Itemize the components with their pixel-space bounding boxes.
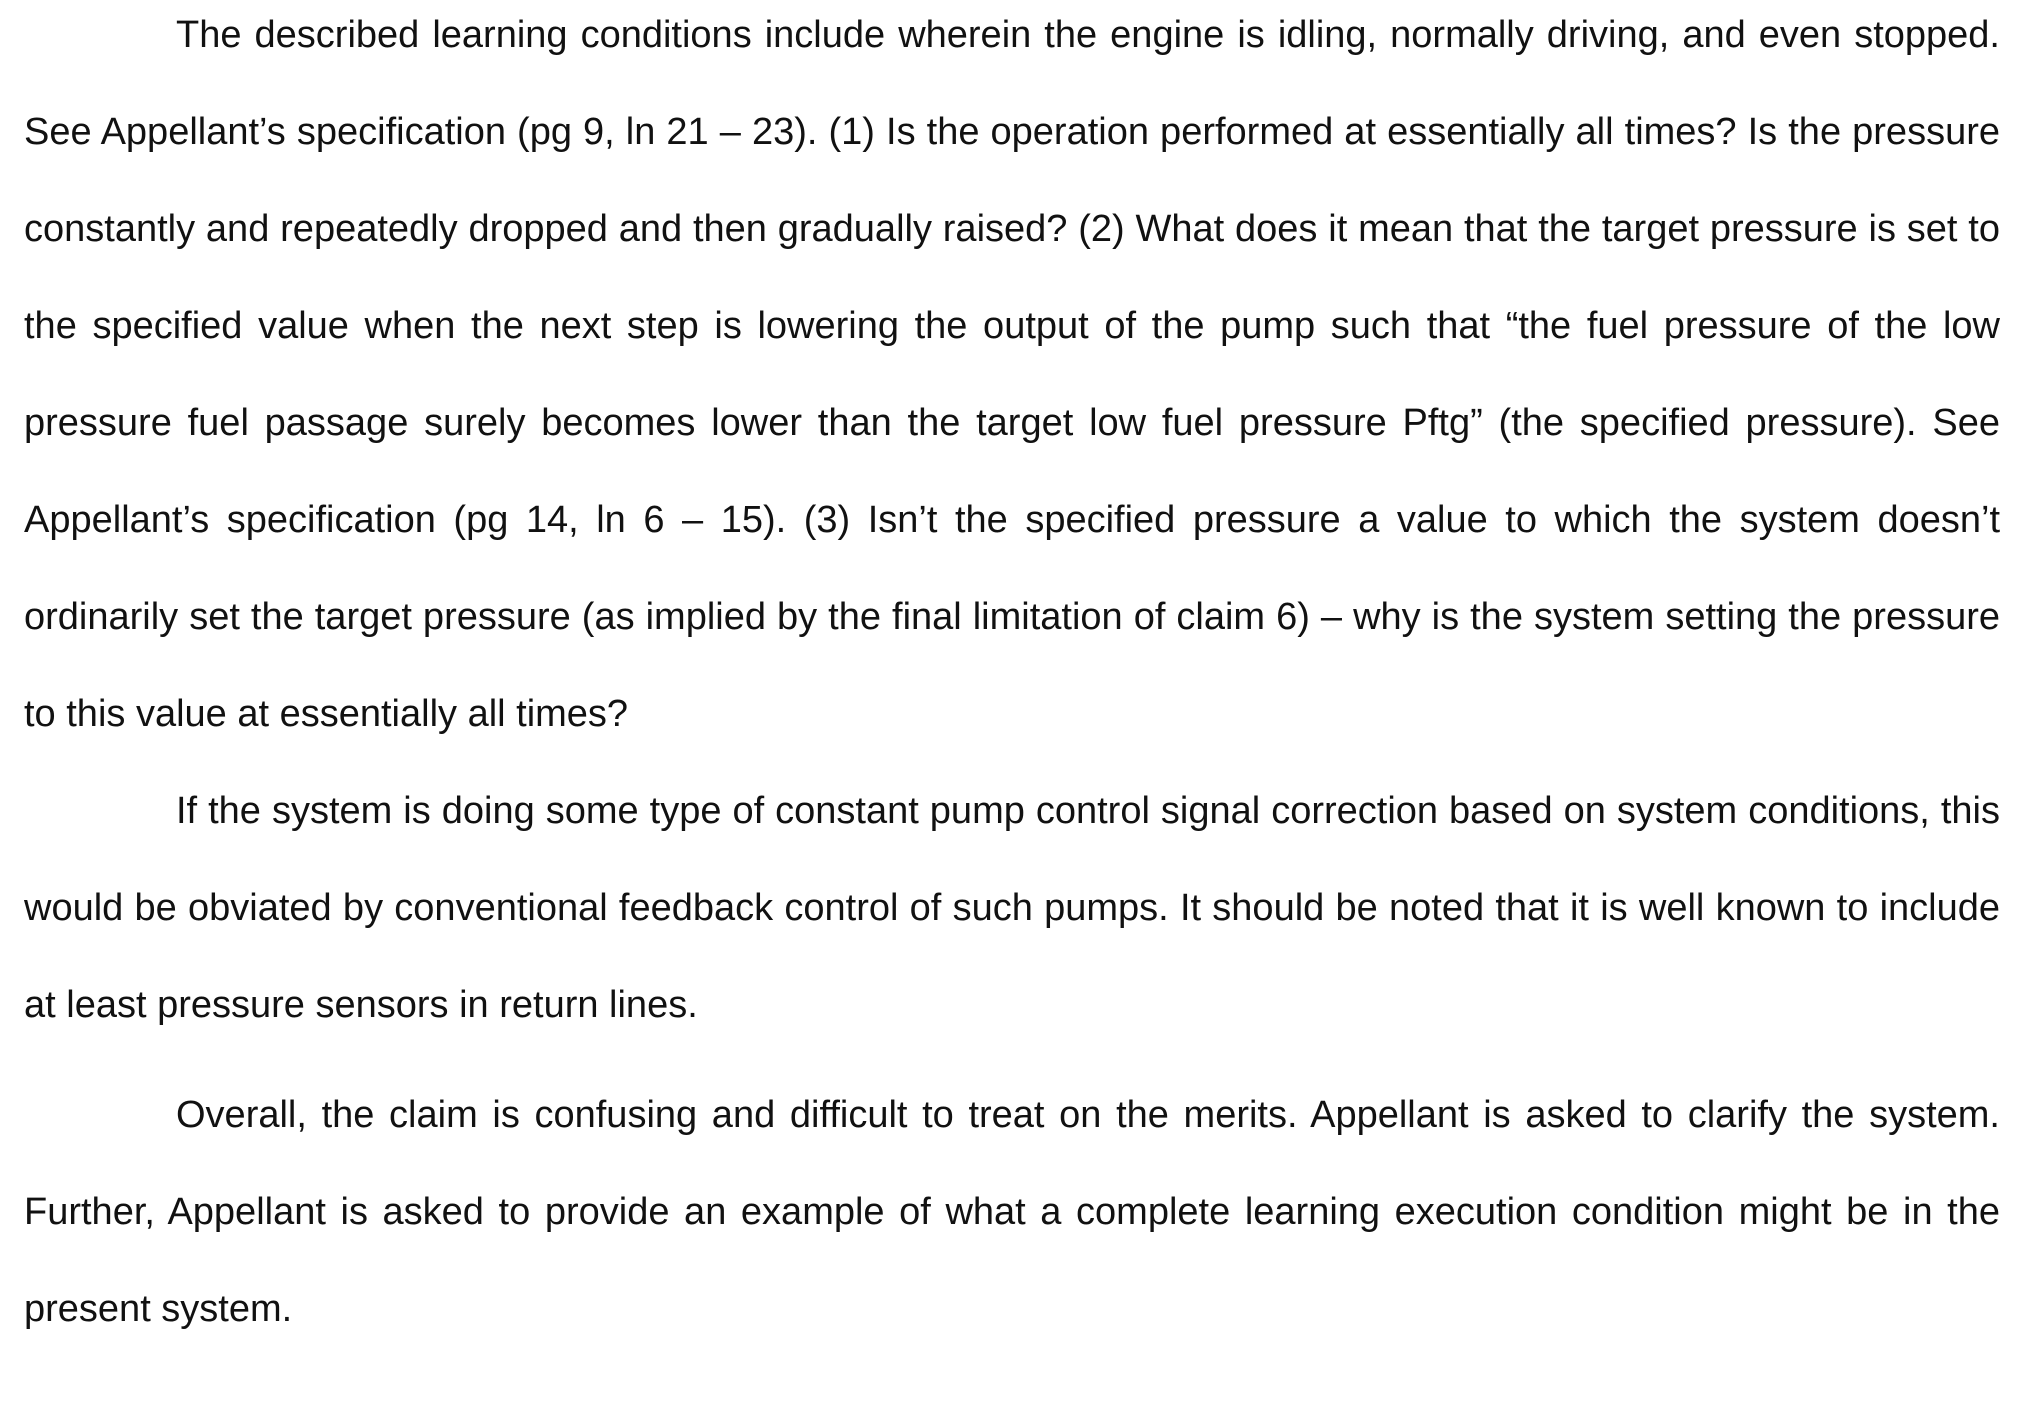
document-page: The described learning conditions includ… — [24, 0, 2000, 1358]
paragraph-pump-control: If the system is doing some type of cons… — [24, 790, 2000, 1026]
paragraph-learning-conditions: The described learning conditions includ… — [24, 14, 2000, 735]
paragraph-overall-conclusion: Overall, the claim is confusing and diff… — [24, 1094, 2000, 1330]
